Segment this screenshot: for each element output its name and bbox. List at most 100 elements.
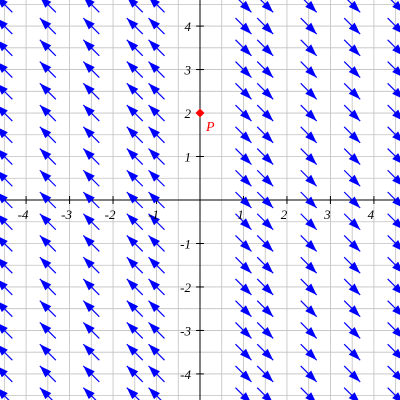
- vector-arrow-head: [39, 18, 52, 30]
- vector-arrow-head: [392, 87, 400, 98]
- vector-arrow-head: [392, 22, 400, 33]
- vector-arrow-head: [83, 105, 95, 117]
- vector-arrow-head: [240, 305, 252, 317]
- vector-arrow-head: [240, 153, 252, 165]
- vector-arrow-head: [39, 126, 52, 139]
- vector-arrow-head: [261, 326, 274, 339]
- vector-arrow-head: [261, 305, 274, 317]
- vector-arrow-head: [240, 326, 252, 339]
- vector-arrow-head: [41, 0, 52, 8]
- vector-arrow-head: [0, 258, 8, 269]
- vector-arrow-head: [83, 387, 95, 400]
- vector-arrow-head: [148, 105, 160, 117]
- vector-arrow-head: [240, 0, 252, 13]
- vector-arrow-head: [261, 392, 272, 400]
- x-tick-label: 1: [237, 207, 244, 222]
- vector-arrow-head: [348, 0, 361, 13]
- vector-arrow-head: [392, 240, 400, 250]
- vector-arrow-head: [261, 261, 274, 274]
- vector-arrow-head: [348, 131, 361, 143]
- vector-arrow-head: [126, 105, 139, 117]
- vector-arrow-head: [240, 174, 252, 187]
- vector-arrow-head: [348, 196, 361, 208]
- vector-arrow-head: [261, 218, 274, 230]
- vector-arrow-head: [348, 283, 361, 295]
- x-tick-label: 3: [323, 207, 331, 222]
- vector-arrow-head: [305, 261, 317, 274]
- vector-arrow-head: [348, 326, 361, 339]
- vector-arrow-head: [0, 172, 8, 182]
- vector-arrow-head: [126, 192, 139, 204]
- vector-arrow-head: [148, 39, 160, 52]
- vector-arrow-head: [348, 218, 361, 230]
- vector-arrow-head: [148, 213, 160, 226]
- vector-arrow-head: [0, 0, 8, 8]
- vector-arrow-head: [148, 235, 160, 247]
- vector-arrow-head: [85, 0, 95, 8]
- vector-arrow-head: [39, 257, 52, 269]
- vector-arrow-head: [148, 387, 160, 400]
- vector-arrow-head: [0, 280, 8, 291]
- vector-arrow-head: [392, 44, 400, 55]
- vector-arrow-head: [261, 153, 274, 165]
- vector-arrow-head: [261, 174, 274, 187]
- vector-arrow-head: [0, 389, 8, 400]
- point-p-marker: [195, 108, 205, 118]
- x-tick-label: 2: [281, 207, 288, 222]
- vector-arrow-head: [39, 387, 52, 400]
- vector-arrow-head: [83, 126, 95, 139]
- vector-arrow-head: [0, 128, 8, 139]
- vector-arrow-head: [148, 126, 160, 139]
- vector-arrow-head: [39, 344, 52, 356]
- vector-arrow-head: [39, 278, 52, 291]
- vector-arrow-head: [348, 370, 361, 382]
- vector-arrow-head: [392, 66, 400, 76]
- vector-arrow-head: [305, 66, 317, 78]
- vector-arrow-head: [305, 305, 317, 317]
- y-tick-label: -4: [180, 367, 191, 382]
- vector-arrow-head: [39, 322, 52, 334]
- vector-arrow-head: [39, 170, 52, 182]
- vector-arrow-head: [148, 257, 160, 269]
- vector-arrow-head: [240, 240, 252, 252]
- vector-arrow-head: [83, 39, 95, 52]
- vector-arrow-head: [148, 344, 160, 356]
- vector-arrow-head: [261, 109, 274, 122]
- vector-arrow-head: [305, 326, 317, 339]
- vector-arrow-head: [0, 150, 8, 160]
- vector-arrow-head: [240, 131, 252, 143]
- vector-arrow-head: [39, 300, 52, 313]
- vector-arrow-head: [348, 87, 361, 100]
- vector-arrow-head: [240, 196, 252, 208]
- vector-arrow-head: [148, 365, 160, 378]
- vector-arrow-head: [392, 261, 400, 272]
- vector-arrow-head: [0, 63, 8, 74]
- vector-arrow-head: [305, 174, 317, 187]
- vector-arrow-head: [39, 213, 52, 226]
- vector-arrow-head: [0, 367, 8, 378]
- vector-arrow-head: [128, 0, 139, 8]
- vector-arrow-head: [392, 305, 400, 315]
- vector-arrow-head: [240, 22, 252, 35]
- vector-arrow-head: [148, 322, 160, 334]
- x-tick-label: -1: [148, 207, 159, 222]
- vector-arrow-head: [148, 170, 160, 182]
- vector-arrow-head: [348, 348, 361, 361]
- y-tick-label: -2: [180, 280, 191, 295]
- vector-arrow-head: [261, 370, 274, 382]
- vector-arrow-head: [39, 235, 52, 247]
- vector-arrow-head: [348, 44, 361, 56]
- vector-arrow-head: [261, 87, 274, 100]
- vector-arrow-head: [0, 19, 8, 30]
- vector-arrow-head: [261, 22, 274, 35]
- y-tick-label: -3: [180, 323, 191, 338]
- vector-arrow-head: [126, 39, 139, 52]
- vector-arrow-head: [240, 44, 252, 56]
- vector-arrow-head: [240, 66, 252, 78]
- vector-arrow-head: [261, 283, 274, 295]
- vector-arrow-head: [126, 213, 139, 226]
